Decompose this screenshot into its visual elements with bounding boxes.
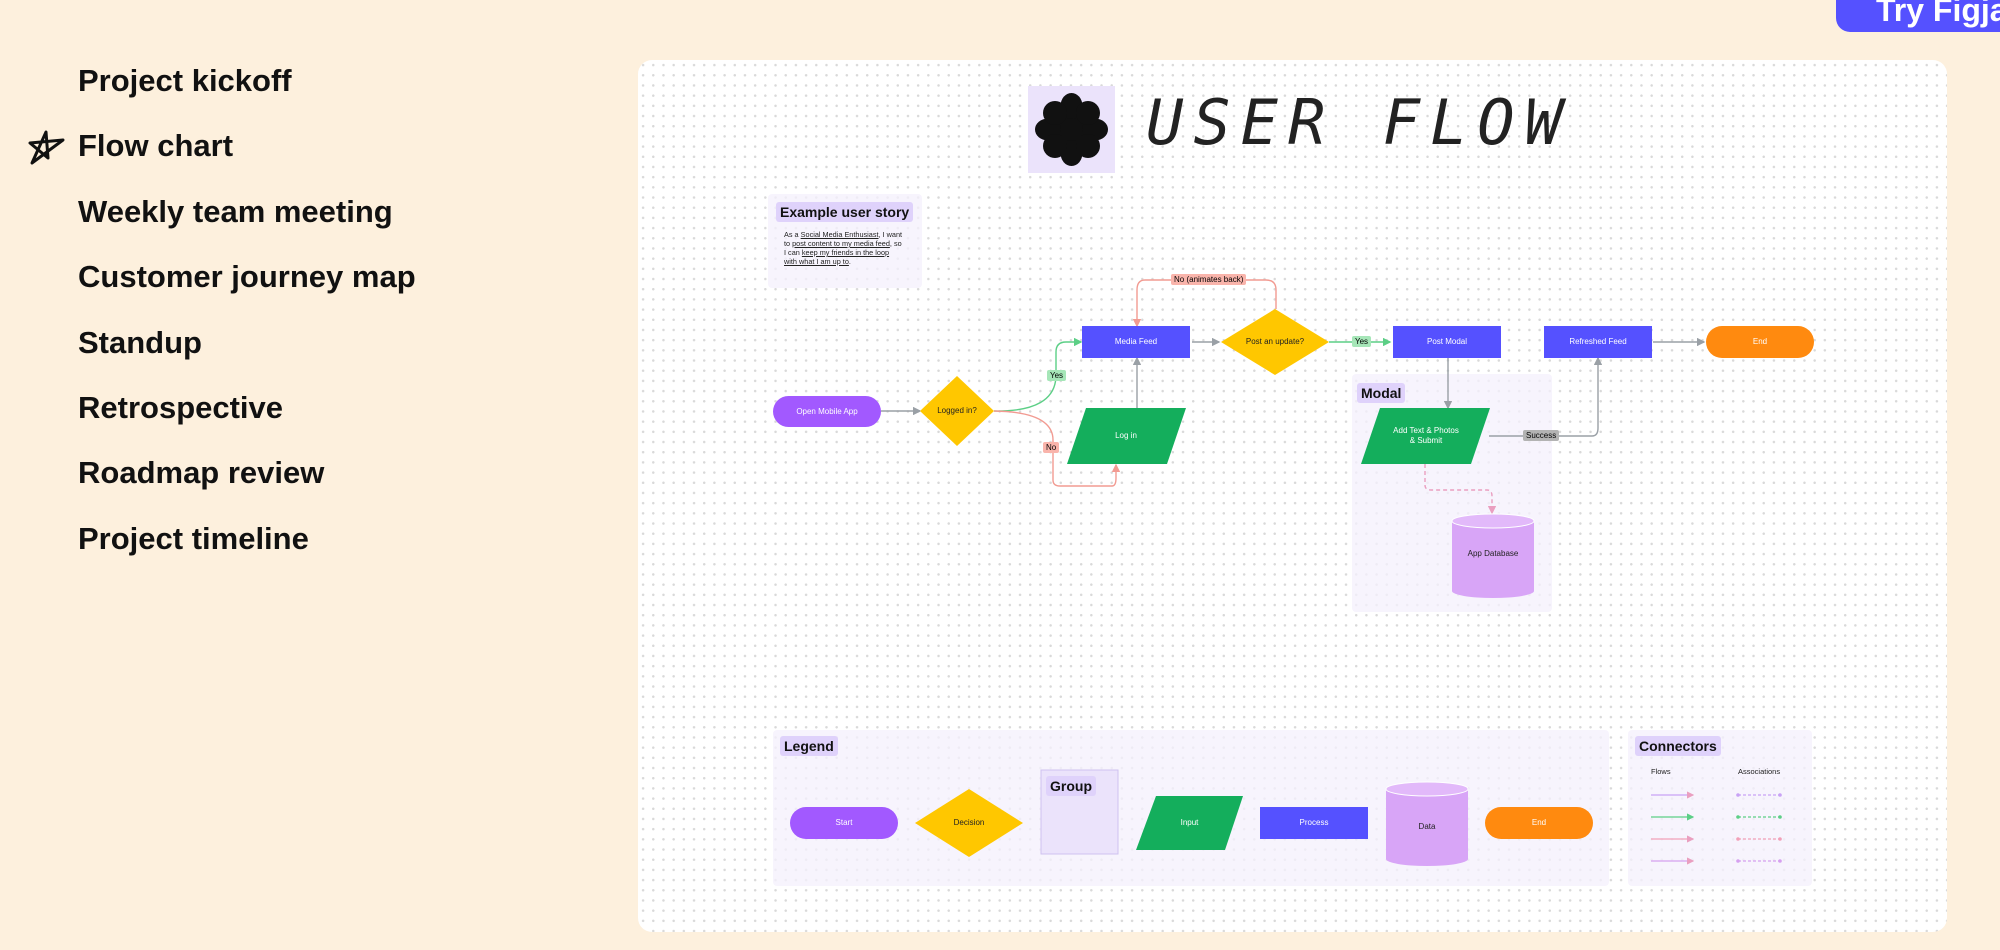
nav-item-roadmap-review[interactable]: Roadmap review [0, 446, 560, 511]
no-tag: No [1043, 442, 1060, 453]
connectors-heading: Connectors [1635, 736, 1721, 756]
legend-input-shape [1136, 796, 1243, 850]
legend-decision-label: Decision [953, 818, 985, 827]
nav-item-label: Project kickoff [78, 63, 292, 98]
board-title: USER FLOW [1146, 86, 1572, 159]
flower-logo-icon [1035, 93, 1108, 166]
connector [1489, 356, 1603, 437]
flow-diagram [773, 279, 1814, 866]
nav-item-label: Standup [78, 324, 202, 360]
legend-heading: Legend [780, 736, 838, 756]
legend-start-label: Start [835, 818, 853, 827]
post-update-label[interactable]: Post an update? [1245, 337, 1305, 346]
nav-item-project-timeline[interactable]: Project timeline [0, 512, 560, 577]
story-text: As a Social Media Enthusiast, I want to … [784, 230, 903, 266]
template-nav: Project kickoff Flow chart Weekly team m… [0, 54, 560, 577]
success-tag: Success [1523, 430, 1560, 441]
legend-start-shape [790, 807, 898, 839]
post-modal-node [1393, 326, 1501, 358]
nav-item-weekly-team-meeting[interactable]: Weekly team meeting [0, 185, 560, 250]
media-feed-label[interactable]: Media Feed [1114, 337, 1158, 346]
app-database-label[interactable]: App Database [1467, 549, 1519, 558]
legend-decision-shape [915, 789, 1023, 857]
nav-item-label: Project timeline [78, 520, 309, 556]
connector [1424, 464, 1497, 515]
modal-group-label: Modal [1357, 383, 1406, 403]
refreshed-feed-label[interactable]: Refreshed Feed [1569, 337, 1627, 346]
no-animates-tag: No (animates back) [1171, 274, 1247, 285]
nav-item-label: Roadmap review [78, 455, 325, 491]
connector [993, 337, 1083, 412]
post-update-decision [1221, 309, 1329, 375]
logged-in-decision [920, 376, 994, 446]
legend-data-label: Data [1418, 822, 1436, 831]
associations-column-label: Associations [1738, 767, 1781, 776]
connector [993, 410, 1121, 487]
legend-data-shape [1385, 781, 1469, 866]
try-figjam-button[interactable]: Try Figjam [1836, 0, 2000, 32]
nav-item-label: Flow chart [78, 128, 234, 164]
flows-column-label: Flows [1651, 767, 1671, 776]
logo-tile [1028, 86, 1115, 173]
yes-tag: Yes [1352, 336, 1372, 347]
post-modal-label[interactable]: Post Modal [1426, 337, 1468, 346]
nav-item-label: Weekly team meeting [78, 193, 393, 229]
app-database-node [1451, 513, 1535, 598]
refreshed-feed-node [1544, 326, 1652, 358]
legend-group-label: Group [1046, 776, 1096, 796]
legend-process-shape [1260, 807, 1368, 839]
nav-item-flow-chart[interactable]: Flow chart [0, 119, 560, 184]
logged-in-label[interactable]: Logged in? [937, 406, 977, 415]
legend-end-shape [1485, 807, 1593, 839]
end-node [1706, 326, 1814, 358]
login-input-node [1067, 408, 1186, 464]
yes-tag: Yes [1047, 370, 1067, 381]
open-app-node [773, 396, 881, 427]
legend-input-label: Input [1180, 818, 1199, 827]
add-text-input-node [1361, 408, 1490, 464]
star-icon [28, 130, 65, 165]
nav-item-label: Retrospective [78, 389, 284, 425]
nav-item-project-kickoff[interactable]: Project kickoff [0, 54, 560, 119]
login-label[interactable]: Log in [1115, 431, 1137, 440]
nav-item-retrospective[interactable]: Retrospective [0, 381, 560, 446]
story-heading: Example user story [776, 202, 914, 222]
nav-item-standup[interactable]: Standup [0, 316, 560, 381]
connector [1132, 279, 1277, 328]
legend-process-label: Process [1299, 818, 1329, 827]
legend-end-label: End [1531, 818, 1547, 827]
add-text-label[interactable]: Add Text & Photos & Submit [1393, 426, 1459, 445]
media-feed-node [1082, 326, 1190, 358]
flowchart-board: USER FLOW [638, 60, 1947, 932]
nav-item-customer-journey-map[interactable]: Customer journey map [0, 250, 560, 315]
open-app-label[interactable]: Open Mobile App [796, 406, 858, 416]
end-label[interactable]: End [1752, 337, 1768, 346]
nav-item-label: Customer journey map [78, 259, 416, 295]
